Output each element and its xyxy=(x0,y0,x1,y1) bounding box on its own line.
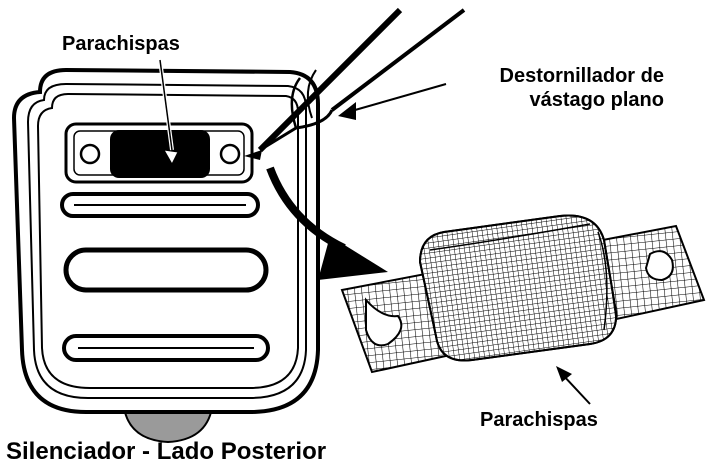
removal-arrow xyxy=(266,166,388,280)
spark-arrestor-leader-arrow xyxy=(158,59,179,166)
screw-hole-right xyxy=(219,143,241,165)
screwdriver-label-line1: Destornillador de xyxy=(499,65,664,87)
spark-arrestor-label-screen: Parachispas xyxy=(480,409,598,431)
spark-arrestor-opening xyxy=(110,130,210,178)
spark-arrestor-plate xyxy=(64,122,254,184)
spark-arrestor-label-top: Parachispas xyxy=(62,33,180,55)
screw-hole-left xyxy=(79,143,101,165)
muffler-ribs xyxy=(60,192,270,362)
screen-leader-arrow xyxy=(556,366,591,405)
spark-arrestor-screen xyxy=(340,214,706,374)
screwdriver-label-line2: vástago plano xyxy=(529,89,664,111)
flat-screwdriver xyxy=(244,7,466,160)
screwdriver-label: Destornillador de vástago plano xyxy=(500,64,664,112)
screwdriver-leader-arrow xyxy=(338,83,447,120)
muffler-outlet-shadow xyxy=(122,407,214,444)
diagram-caption: Silenciador - Lado Posterior xyxy=(6,438,327,465)
